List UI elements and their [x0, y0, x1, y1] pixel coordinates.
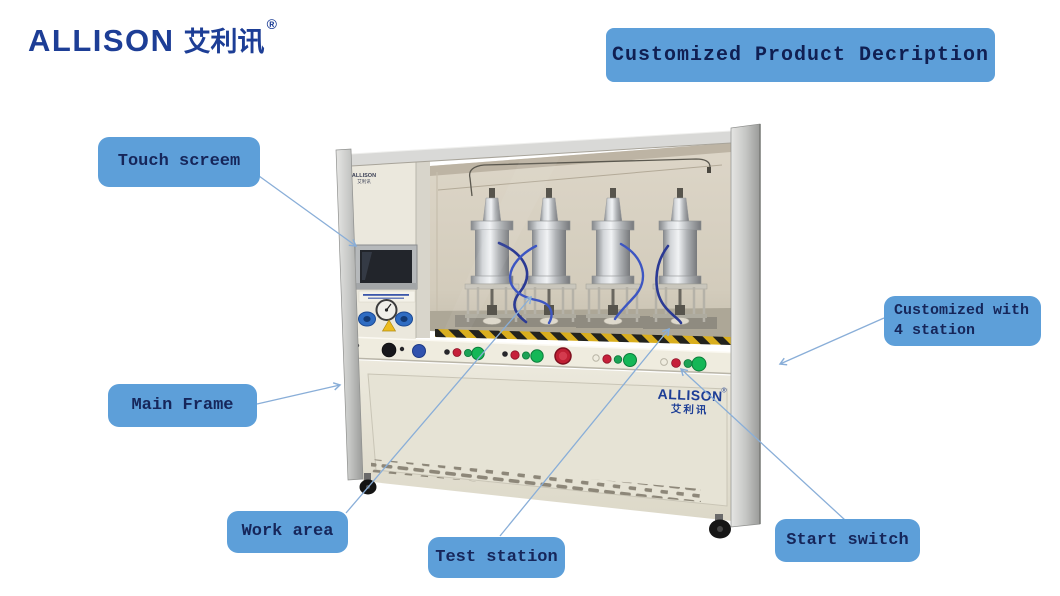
connector-touch-screen: [258, 175, 358, 247]
station-button-group-1: [444, 346, 485, 361]
callout-test-station: Test station: [428, 537, 565, 578]
warning-triangle-icon: [381, 319, 397, 332]
pressure-gauge: [375, 299, 398, 321]
callout-start-switch: Start switch: [775, 519, 920, 562]
control-panel: ALLISON 艾利讯: [351, 158, 430, 348]
connector-main-frame: [256, 382, 342, 405]
station-button-group-2: [502, 349, 544, 363]
test-chamber: [430, 143, 731, 338]
machine-photo: ALLISON 艾利讯: [335, 123, 761, 539]
svg-text:ALLISON: ALLISON: [657, 386, 723, 404]
lower-cabinet: ALLISON ® 艾利讯: [352, 360, 741, 539]
registered-mark-icon: ®: [266, 16, 277, 32]
callout-touch-screen: Touch screem: [98, 137, 260, 187]
brand-logo: ALLISON 艾利讯®: [28, 16, 277, 59]
brand-logo-cn: 艾利讯: [183, 27, 265, 57]
connector-work-area: [345, 295, 532, 514]
station-button-group-3: [592, 353, 637, 367]
panel-brand: ALLISON: [352, 173, 376, 179]
emergency-stop-button: [554, 347, 572, 365]
panel-brand-cn: 艾利讯: [357, 178, 371, 185]
hazard-stripe: [435, 329, 731, 345]
station-button-group-4: [660, 356, 707, 372]
connector-test-station: [499, 327, 670, 537]
vent-grille: [371, 459, 701, 502]
callout-main-frame: Main Frame: [108, 384, 257, 427]
callout-work-area: Work area: [227, 511, 348, 553]
cabinet-brand-reg: ®: [721, 386, 727, 394]
brand-logo-text: ALLISON: [28, 23, 175, 58]
cabinet-brand: ALLISON ® 艾利讯: [657, 386, 727, 417]
connector-lines: [256, 175, 885, 537]
button-strip: [347, 336, 742, 375]
callout-stations: Customized with 4 station: [884, 296, 1041, 346]
caster-wheel-right: [709, 514, 731, 539]
machine-frame: [335, 123, 761, 528]
connector-start-switch: [679, 368, 846, 521]
connector-stations: [778, 317, 885, 366]
ceiling-air-tube: [468, 158, 711, 197]
air-fitting-right: [395, 311, 413, 327]
cabinet-brand-cn: 艾利讯: [671, 402, 709, 416]
air-fitting-left: [358, 311, 376, 327]
title-banner: Customized Product Decription: [606, 28, 995, 82]
touch-screen: [354, 244, 418, 290]
